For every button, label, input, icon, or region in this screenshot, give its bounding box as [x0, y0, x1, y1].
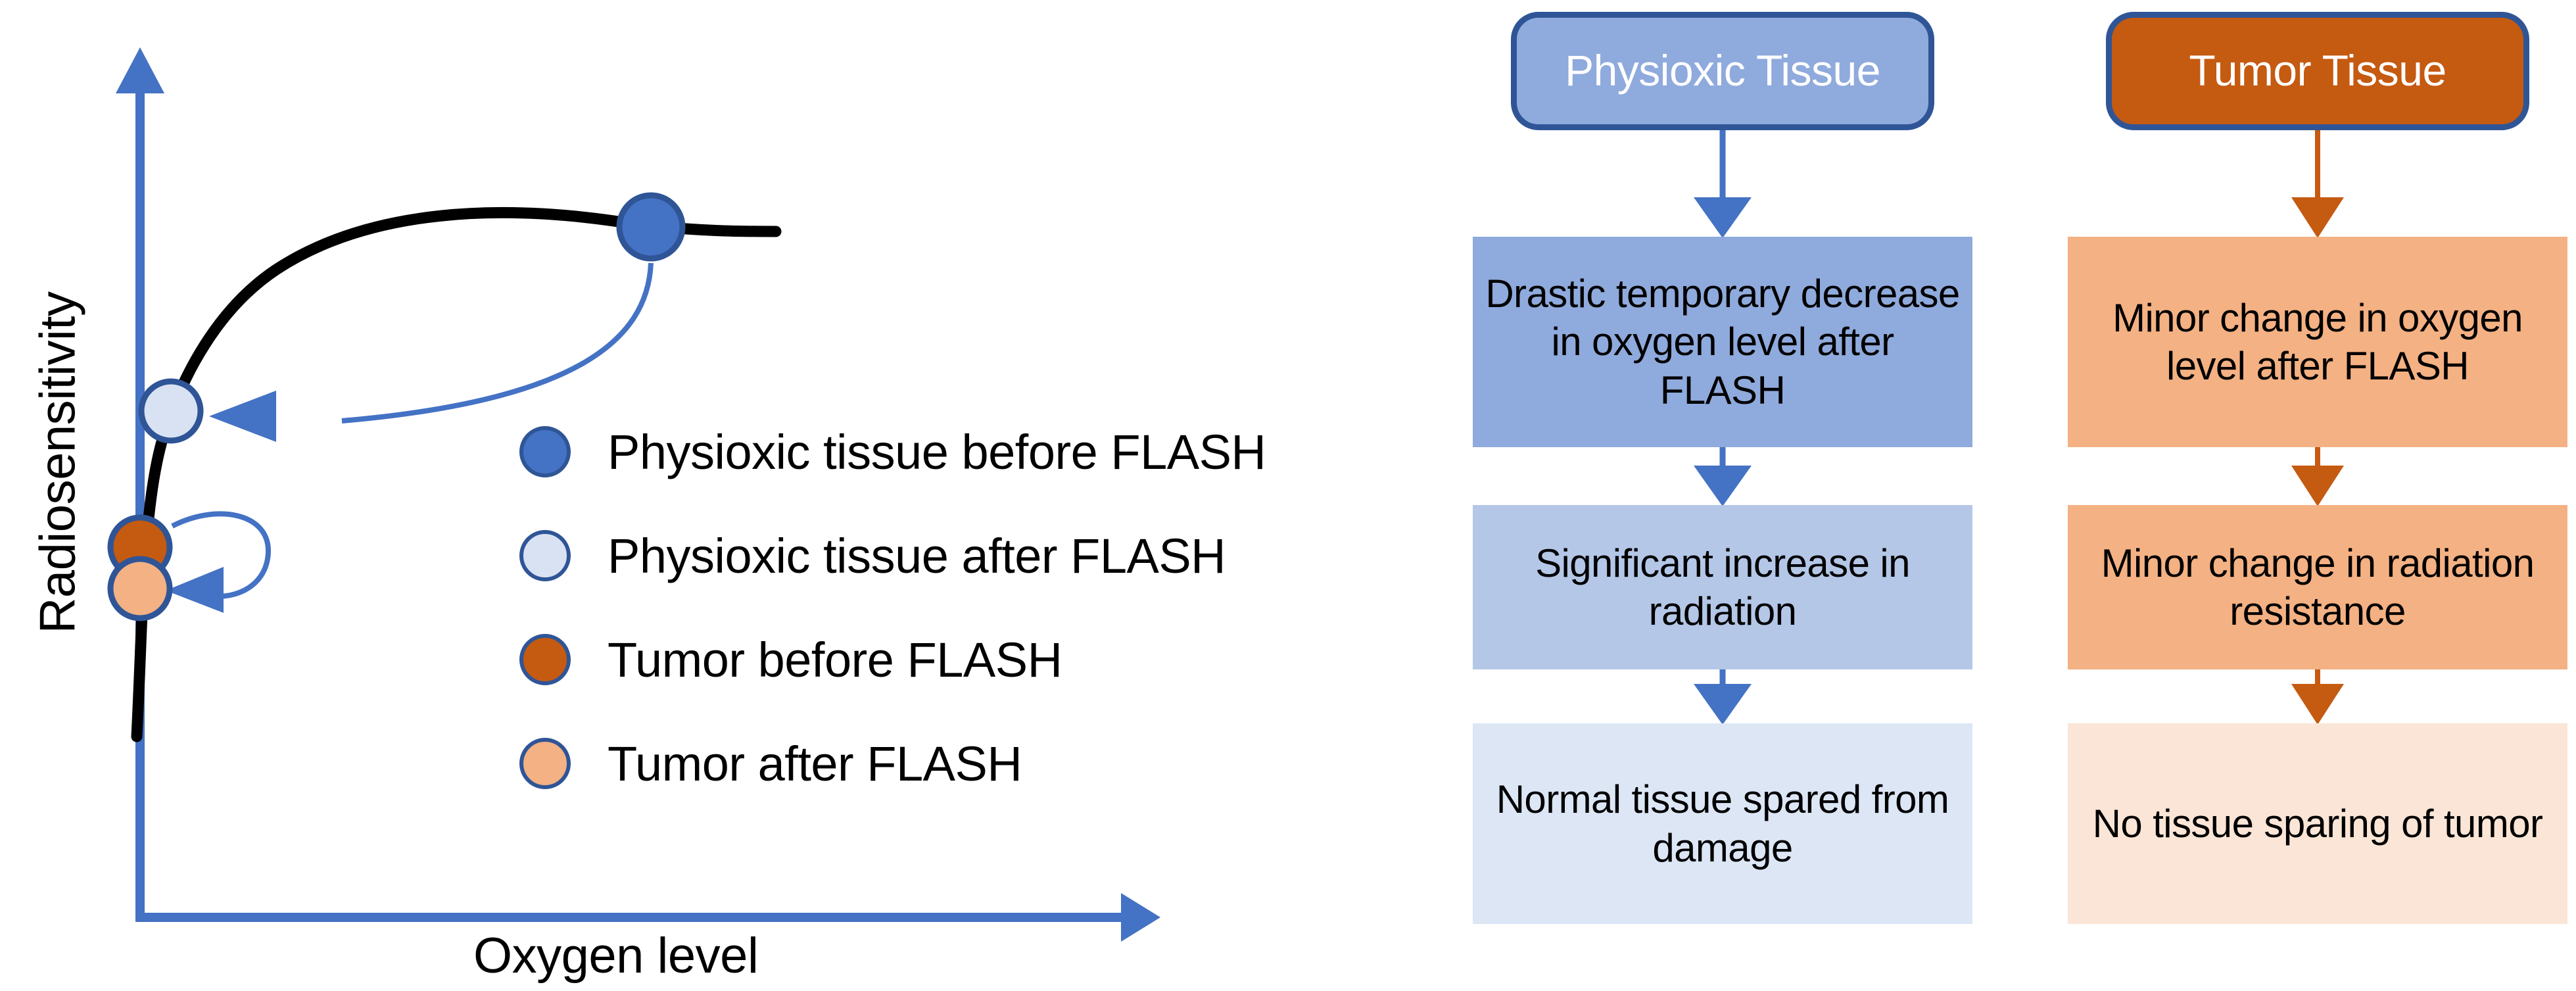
legend-item-label: Tumor after FLASH: [608, 736, 1022, 791]
flow-header-physioxic[interactable]: Physioxic Tissue: [1511, 12, 1934, 130]
flow-column-tumor: Tumor Tissue Minor change in oxygen leve…: [2068, 0, 2567, 991]
oxygen-enhancement-chart: Radiosensitivity Oxygen level Physioxic …: [30, 47, 1387, 984]
tumor-shift-arrow: [166, 511, 272, 613]
flow-arrows-tumor: [2291, 130, 2344, 725]
legend-item-tumor-before: Tumor before FLASH: [519, 608, 1387, 712]
flow-arrows-physioxic: [1694, 130, 1752, 725]
flow-header-tumor[interactable]: Tumor Tissue: [2106, 12, 2529, 130]
legend-item-tumor-after: Tumor after FLASH: [519, 712, 1387, 815]
physioxic-shift-arrow: [209, 262, 654, 442]
flow-step-physioxic-1[interactable]: Drastic temporary decrease in oxygen lev…: [1473, 237, 1972, 447]
flash-effect-flowchart: Physioxic Tissue Drastic temporary decre…: [1433, 0, 2576, 991]
chart-canvas: [107, 47, 1160, 942]
flow-step-tumor-3[interactable]: No tissue sparing of tumor: [2068, 723, 2567, 924]
tumor-arrowhead: [166, 567, 224, 613]
legend-item-label: Tumor before FLASH: [608, 632, 1062, 687]
legend-swatch-icon: [519, 426, 571, 477]
flow-step-tumor-1[interactable]: Minor change in oxygen level after FLASH: [2068, 237, 2567, 447]
legend-swatch-icon: [519, 634, 571, 685]
marker-tumor-after: [107, 556, 173, 621]
chart-legend: Physioxic tissue before FLASH Physioxic …: [519, 400, 1387, 815]
flow-arrowhead: [2291, 197, 2344, 238]
flow-step-tumor-2[interactable]: Minor change in radiation resistance: [2068, 505, 2567, 669]
flow-arrowhead: [2291, 684, 2344, 725]
legend-item-label: Physioxic tissue before FLASH: [608, 424, 1266, 479]
legend-item-physioxic-after: Physioxic tissue after FLASH: [519, 504, 1387, 608]
flow-arrowhead: [1694, 466, 1752, 506]
physioxic-arrowhead: [209, 391, 276, 442]
y-axis-arrowhead: [116, 47, 164, 93]
legend-swatch-icon: [519, 738, 571, 789]
x-axis-label: Oxygen level: [473, 928, 759, 984]
marker-physioxic-before: [616, 192, 686, 262]
flow-step-physioxic-2[interactable]: Significant increase in radiation: [1473, 505, 1972, 669]
flow-arrowhead: [1694, 197, 1752, 238]
flow-arrowhead: [1694, 684, 1752, 725]
legend-item-label: Physioxic tissue after FLASH: [608, 528, 1226, 583]
flow-step-physioxic-3[interactable]: Normal tissue spared from damage: [1473, 723, 1972, 924]
y-axis: [116, 47, 164, 917]
legend-item-physioxic-before: Physioxic tissue before FLASH: [519, 400, 1387, 504]
flow-arrowhead: [2291, 466, 2344, 506]
flow-column-physioxic: Physioxic Tissue Drastic temporary decre…: [1473, 0, 1972, 991]
x-axis: [135, 893, 1160, 942]
legend-swatch-icon: [519, 530, 571, 581]
marker-physioxic-after: [138, 378, 204, 444]
y-axis-label: Radiosensitivity: [30, 291, 86, 634]
x-axis-arrowhead: [1121, 893, 1160, 942]
